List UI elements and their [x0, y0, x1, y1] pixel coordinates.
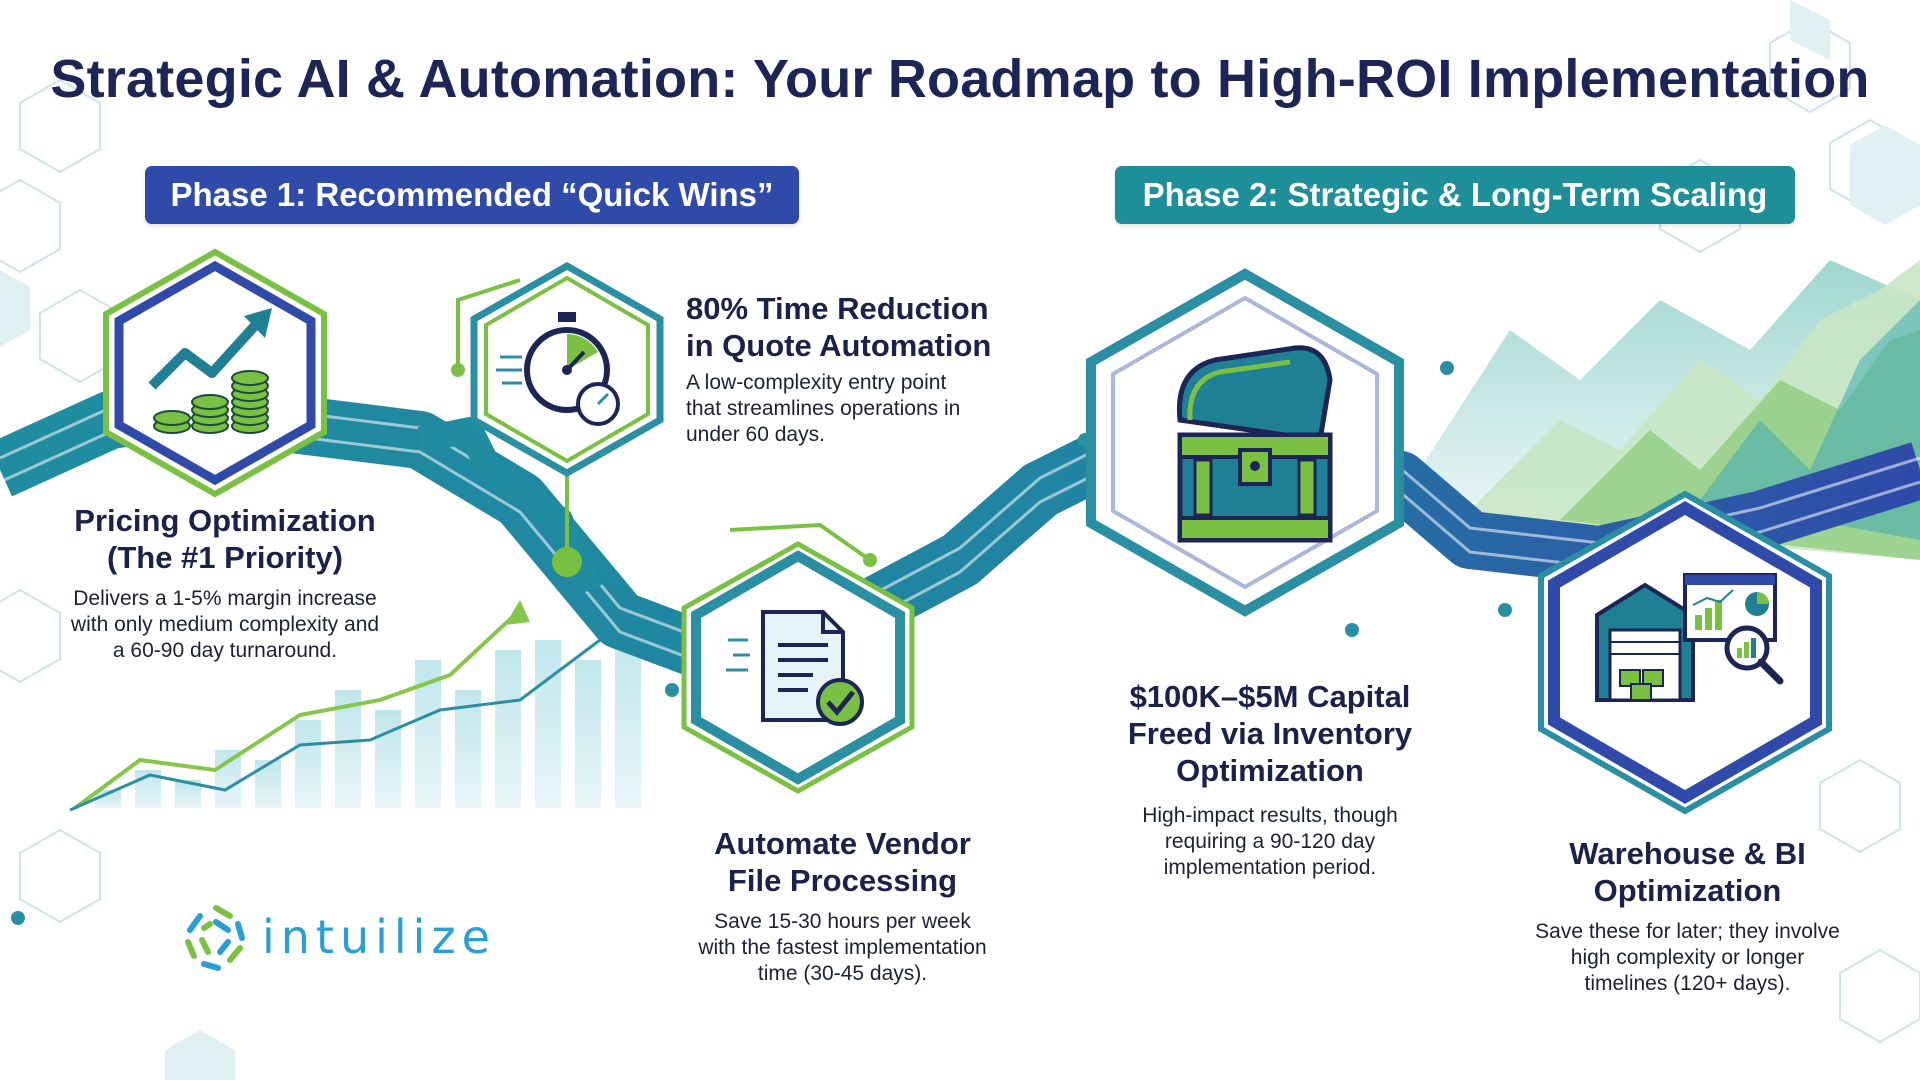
vendor-file-processing-heading: Automate Vendor File Processing	[714, 826, 971, 898]
logo-text: intuilize	[262, 910, 496, 964]
quote-automation-description: A low-complexity entry point that stream…	[686, 371, 961, 446]
background-trend-arrowhead	[505, 600, 530, 625]
document-check-icon	[726, 610, 864, 726]
inventory-optimization-text: $100K–$5M Capital Freed via Inventory Op…	[1075, 678, 1465, 881]
warehouse-bi-description: Save these for later; they involve high …	[1535, 920, 1840, 995]
warehouse-bi-hex	[1535, 490, 1835, 815]
quote-automation-text: 80% Time Reduction in Quote Automation A…	[686, 290, 1026, 448]
pricing-optimization-description: Delivers a 1-5% margin increase with onl…	[70, 587, 380, 662]
warehouse-analytics-icon	[1595, 573, 1784, 702]
growth-coins-icon	[148, 308, 272, 434]
quote-automation-hex	[470, 261, 665, 478]
warehouse-bi-text: Warehouse & BI Optimization Save these f…	[1505, 835, 1870, 997]
warehouse-bi-heading: Warehouse & BI Optimization	[1569, 836, 1806, 908]
vendor-file-processing-description: Save 15-30 hours per week with the faste…	[698, 910, 987, 985]
connector-dots	[11, 361, 1512, 925]
phase-2-banner: Phase 2: Strategic & Long-Term Scaling	[1115, 166, 1795, 224]
vendor-file-processing-text: Automate Vendor File Processing Save 15-…	[655, 825, 1030, 987]
inventory-optimization-heading: $100K–$5M Capital Freed via Inventory Op…	[1127, 679, 1413, 788]
vendor-file-processing-hex	[678, 540, 918, 795]
stopwatch-speed-icon	[496, 312, 620, 426]
background-trend-line-teal	[69, 628, 641, 812]
inventory-optimization-hex	[1085, 268, 1405, 617]
roadmap-path	[0, 381, 1920, 679]
treasure-chest-icon	[1176, 345, 1333, 543]
background-trend-line-green	[73, 608, 522, 810]
quote-automation-heading: 80% Time Reduction in Quote Automation	[686, 291, 992, 363]
intuilize-logo-mark-icon	[185, 905, 245, 971]
inventory-optimization-description: High-impact results, though requiring a …	[1142, 804, 1398, 879]
phase-1-banner: Phase 1: Recommended “Quick Wins”	[145, 166, 799, 224]
page-title: Strategic AI & Automation: Your Roadmap …	[50, 49, 1870, 109]
pricing-optimization-text: Pricing Optimization (The #1 Priority) D…	[40, 502, 410, 664]
pricing-optimization-hex	[100, 248, 330, 498]
pricing-optimization-heading: Pricing Optimization (The #1 Priority)	[74, 503, 376, 575]
intuilize-logo: intuilize	[180, 900, 520, 980]
